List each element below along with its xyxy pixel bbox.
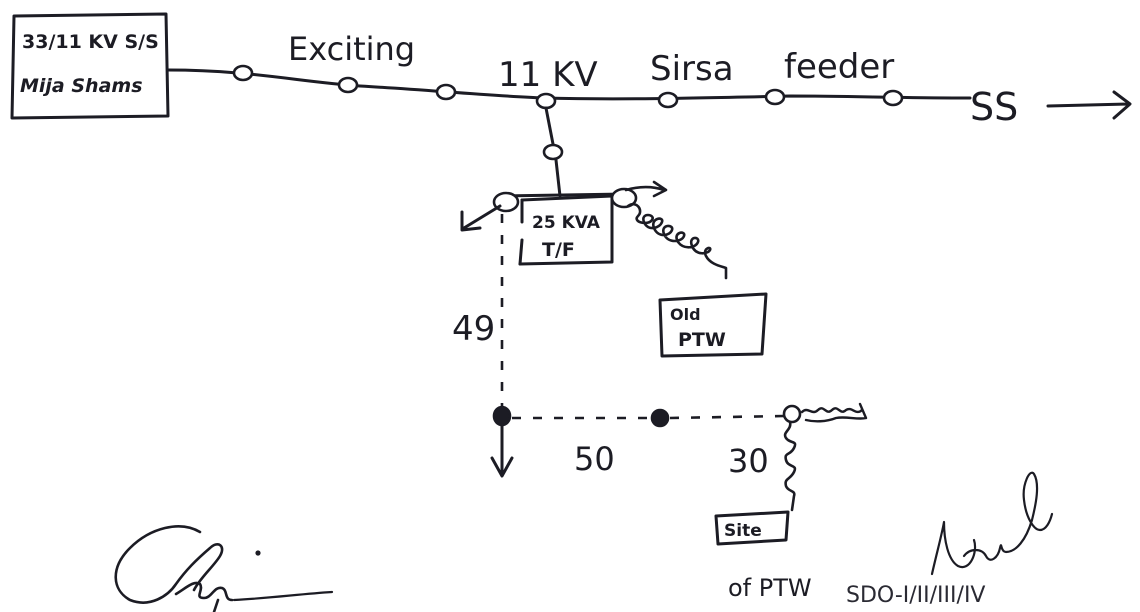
transformer-box: 25 KVA T/F (518, 194, 614, 266)
site-coil-line (783, 420, 797, 512)
old-ptw-line2: PTW (678, 329, 726, 351)
footer-sdo-stamp: SDO-I/II/III/IV (846, 583, 985, 608)
proposed-line-horizontal (512, 414, 785, 420)
pole-node (435, 83, 457, 101)
ss-arrow-icon (1046, 90, 1132, 120)
pole-node (882, 89, 904, 107)
tap-pole-node (535, 92, 557, 110)
transformer-bushing-right (610, 187, 638, 209)
arrow-down-left-icon (460, 204, 502, 232)
ss-end: SS (970, 85, 1132, 129)
pole-node (542, 143, 564, 161)
substation-box: 33/11 KV S/S Mija Shams (10, 12, 170, 120)
span-label-vertical: 49 (452, 309, 495, 349)
main-line-poles (232, 64, 904, 110)
arrow-right-icon (624, 180, 668, 198)
footer-of-ptw: of PTW (728, 574, 812, 602)
feeder-label-voltage: 11 KV (498, 55, 598, 95)
feeder-label-feeder: feeder (784, 47, 894, 87)
scribble-mark (800, 402, 868, 423)
ss-label: SS (970, 85, 1018, 129)
feeder-label-exciting: Exciting (288, 30, 415, 68)
old-ptw-line1: Old (670, 305, 701, 324)
pole-node (337, 76, 359, 94)
transformer-label: T/F (542, 239, 575, 261)
old-ptw-box: Old PTW (658, 292, 768, 358)
feeder-label-sirsa: Sirsa (650, 49, 734, 89)
signature-left (114, 525, 334, 612)
substation-name-line1: 33/11 KV S/S (22, 31, 159, 53)
span-label-horizontal: 50 (574, 440, 615, 478)
pole-node (764, 88, 786, 106)
span-label-short: 30 (728, 442, 769, 480)
transformer-rating: 25 KVA (532, 213, 601, 233)
feeder-label: Exciting 11 KV Sirsa feeder (288, 30, 894, 95)
tap-off-line (500, 106, 628, 198)
old-ptw-coil-line (626, 202, 728, 280)
site-box: Site (714, 510, 790, 546)
signature-right (930, 471, 1054, 576)
proposed-pole-node (492, 405, 512, 427)
substation-name-line2: Mija Shams (20, 75, 143, 97)
proposed-pole-node (650, 408, 670, 428)
arrow-down-icon (490, 422, 514, 478)
pole-node (232, 64, 254, 82)
proposed-pole-node (782, 404, 802, 424)
site-label: Site (724, 521, 762, 541)
pole-node (657, 91, 679, 109)
